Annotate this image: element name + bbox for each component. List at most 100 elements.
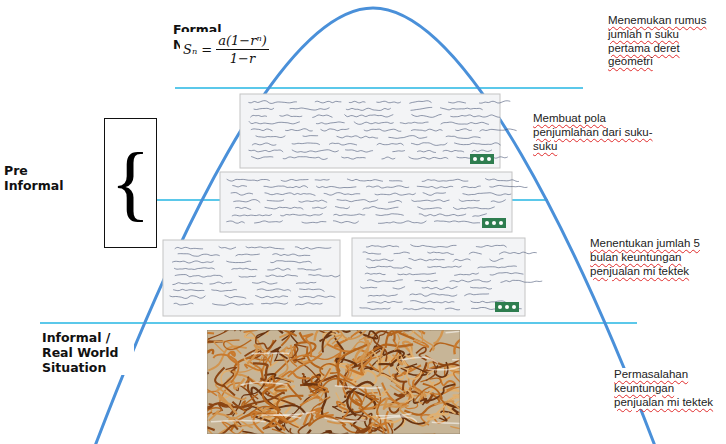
handwriting-stroke bbox=[417, 186, 453, 188]
handwriting-stroke bbox=[403, 308, 435, 310]
sticker-dot bbox=[512, 305, 516, 309]
photo-frame bbox=[163, 240, 340, 316]
handwriting-stroke bbox=[226, 221, 244, 223]
level-name: Informal / Real World Situation bbox=[42, 330, 134, 375]
handwriting-stroke bbox=[480, 129, 517, 131]
noodle-strand bbox=[314, 330, 330, 341]
noodle-strand bbox=[213, 355, 238, 383]
noodle-strand bbox=[247, 345, 267, 364]
handwriting-stroke bbox=[470, 287, 492, 289]
handwriting-stroke bbox=[417, 150, 436, 152]
noodle-photo bbox=[207, 330, 460, 434]
noodle-strand bbox=[350, 351, 372, 375]
sticker-dot bbox=[485, 221, 489, 225]
handwriting-stroke bbox=[459, 199, 480, 201]
handwriting-stroke bbox=[299, 289, 324, 292]
noodle-strand bbox=[207, 334, 223, 342]
handwriting-stroke bbox=[476, 245, 507, 247]
handwriting-stroke bbox=[461, 186, 481, 188]
sticker-dot bbox=[480, 157, 484, 161]
handwriting-stroke bbox=[341, 157, 365, 159]
work-photo bbox=[163, 240, 340, 316]
handwriting-stroke bbox=[376, 101, 401, 103]
brace-symbol: { bbox=[110, 141, 150, 225]
handwriting-stroke bbox=[434, 221, 480, 223]
handwriting-stroke bbox=[295, 303, 322, 305]
handwriting-stroke bbox=[427, 252, 453, 254]
plastic-glare bbox=[379, 417, 417, 422]
handwriting-stroke bbox=[212, 303, 253, 305]
handwriting-stroke bbox=[411, 129, 443, 131]
handwriting-stroke bbox=[365, 273, 386, 274]
level-description: Menemukan rumus jumlah n suku pertama de… bbox=[608, 14, 722, 69]
noodle-strand bbox=[454, 392, 460, 401]
handwriting-stroke bbox=[393, 287, 405, 289]
handwriting-stroke bbox=[172, 261, 214, 263]
handwriting-stroke bbox=[378, 221, 426, 223]
handwriting-stroke bbox=[272, 254, 310, 256]
handwriting-stroke bbox=[308, 275, 340, 277]
handwriting-stroke bbox=[364, 129, 401, 131]
handwriting-stroke bbox=[337, 136, 379, 138]
handwriting-stroke bbox=[388, 200, 402, 202]
handwriting-stroke bbox=[375, 193, 416, 195]
handwriting-stroke bbox=[410, 301, 454, 303]
noodle-strand bbox=[349, 393, 362, 412]
handwriting-stroke bbox=[455, 129, 472, 131]
handwriting-stroke bbox=[248, 150, 283, 152]
noodle-strand bbox=[454, 371, 460, 386]
handwriting-stroke bbox=[280, 213, 322, 215]
noodle-strand bbox=[355, 427, 381, 434]
handwriting-stroke bbox=[469, 252, 482, 254]
handwriting-stroke bbox=[366, 266, 412, 269]
handwriting-stroke bbox=[225, 295, 247, 298]
noodle-strand bbox=[207, 350, 213, 356]
plastic-glare bbox=[432, 422, 460, 423]
handwriting-stroke bbox=[292, 143, 320, 145]
bracket-box: { bbox=[104, 118, 157, 248]
handwriting-stroke bbox=[285, 129, 313, 131]
handwriting-stroke bbox=[324, 193, 360, 195]
handwriting-stroke bbox=[170, 296, 206, 299]
handwriting-stroke bbox=[367, 280, 403, 282]
handwriting-stroke bbox=[312, 115, 332, 117]
noodle-strand bbox=[219, 395, 237, 414]
sticker bbox=[482, 218, 506, 228]
sticker-dot bbox=[505, 305, 509, 309]
noodle-strand bbox=[263, 396, 304, 429]
plastic-glare bbox=[401, 357, 438, 363]
handwriting-stroke bbox=[298, 296, 335, 298]
sticker-dot bbox=[487, 157, 491, 161]
noodle-strand bbox=[246, 406, 299, 427]
handwriting-stroke bbox=[232, 186, 247, 187]
handwriting-stroke bbox=[172, 283, 202, 285]
handwriting-stroke bbox=[389, 180, 402, 182]
noodle-strand bbox=[428, 413, 448, 420]
noodle-strand bbox=[233, 384, 265, 417]
handwriting-stroke bbox=[400, 122, 429, 124]
work-photo bbox=[220, 172, 527, 232]
handwriting-stroke bbox=[281, 179, 309, 181]
level-name: Pre Informal bbox=[4, 163, 68, 193]
noodle-strand bbox=[351, 330, 370, 338]
noodle-strand bbox=[381, 375, 413, 402]
handwriting-stroke bbox=[265, 193, 316, 196]
handwriting-stroke bbox=[335, 206, 350, 208]
handwriting-stroke bbox=[252, 143, 276, 145]
handwriting-stroke bbox=[270, 261, 312, 263]
level-description: Permasalahan keuntungan penjualan mi tek… bbox=[614, 368, 720, 409]
handwriting-stroke bbox=[315, 101, 341, 103]
handwriting-stroke bbox=[347, 179, 383, 181]
plastic-glare bbox=[240, 382, 287, 385]
handwriting-stroke bbox=[174, 268, 215, 270]
handwriting-stroke bbox=[445, 308, 460, 310]
handwriting-stroke bbox=[441, 122, 489, 124]
noodle-strand bbox=[306, 346, 323, 369]
plastic-glare bbox=[324, 418, 366, 422]
sticker bbox=[470, 154, 494, 164]
noodle-strand bbox=[412, 330, 435, 350]
sticker bbox=[495, 302, 519, 312]
handwriting-stroke bbox=[261, 302, 288, 304]
handwriting-stroke bbox=[411, 200, 449, 202]
handwriting-stroke bbox=[249, 121, 300, 124]
